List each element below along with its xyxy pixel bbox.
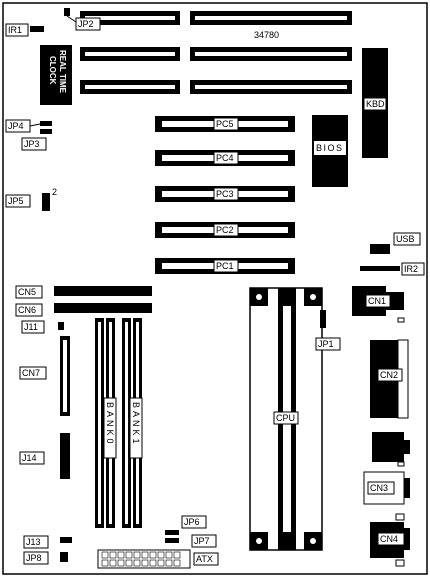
atx-label: ATX — [196, 554, 213, 564]
cn3-label: CN3 — [370, 483, 388, 493]
pc5-label: PC5 — [216, 119, 234, 129]
pc4-label: PC4 — [216, 153, 234, 163]
j13-jp8-headers: J13 JP8 — [23, 535, 72, 565]
cn4-connector: CN4 — [370, 513, 410, 567]
jp7-label: JP7 — [194, 536, 210, 546]
jp5-pin-number: 2 — [52, 187, 57, 197]
usb-label: USB — [396, 234, 415, 244]
jp6-jp7-jumpers: JP6 JP7 — [165, 515, 217, 548]
ir2-header: IR2 — [360, 262, 425, 276]
jp1-jumper: JP1 — [315, 310, 341, 351]
bank1-label: BANK1 — [131, 402, 141, 447]
j14-header: J14 — [19, 433, 70, 479]
j11-header: J11 — [21, 320, 64, 334]
jp5-jumper: JP5 2 — [5, 187, 57, 211]
serial-port-2 — [372, 432, 410, 467]
pci-slots: PC5 PC4 PC3 PC2 PC1 — [155, 116, 295, 274]
jp8-label: JP8 — [26, 553, 42, 563]
cn4-label: CN4 — [380, 534, 398, 544]
ir1-label: IR1 — [8, 25, 22, 35]
jp4-jp3-jumpers: JP4 JP3 — [5, 119, 52, 151]
pc1-label: PC1 — [216, 261, 234, 271]
rtc-label-2: CLOCK — [48, 56, 57, 85]
pc3-label: PC3 — [216, 189, 234, 199]
jp3-label: JP3 — [24, 139, 40, 149]
j11-label: J11 — [24, 322, 38, 332]
cn1-label: CN1 — [368, 296, 386, 306]
cn7-connector: CN7 — [19, 336, 70, 416]
bios-chip: BIOS — [312, 115, 348, 187]
jp5-label: JP5 — [8, 196, 24, 206]
jp6-label: JP6 — [184, 517, 200, 527]
kbd-label: KBD — [366, 99, 385, 109]
jp1-label: JP1 — [318, 339, 334, 349]
isa-slots — [80, 11, 352, 94]
rtc-label-1: REAL TIME — [58, 50, 67, 94]
cn2-label: CN2 — [380, 370, 398, 380]
cpu-label: CPU — [276, 413, 295, 423]
pc2-label: PC2 — [216, 225, 234, 235]
cn3-connector: CN3 — [363, 471, 410, 505]
usb-header: USB — [370, 232, 421, 254]
bank0-label: BANK0 — [105, 402, 115, 447]
cn2-parallel-port: CN2 — [370, 339, 409, 419]
ir2-label: IR2 — [404, 264, 418, 274]
real-time-clock-chip: REAL TIME CLOCK — [40, 45, 72, 105]
atx-power-connector: ATX — [97, 549, 219, 569]
jp2-jumper: JP2 — [64, 8, 101, 31]
cn6-label: CN6 — [18, 305, 36, 315]
cpu-slot: CPU — [249, 287, 323, 551]
board-model-number: 34780 — [254, 30, 279, 40]
kbd-chip: KBD — [362, 48, 388, 158]
bios-label: BIOS — [316, 143, 344, 153]
j13-label: J13 — [26, 537, 41, 547]
jp2-label: JP2 — [78, 19, 94, 29]
j14-label: J14 — [22, 453, 37, 463]
jp4-label: JP4 — [8, 121, 24, 131]
cn5-cn6-connectors: CN5 CN6 — [15, 285, 152, 317]
cn7-label: CN7 — [22, 368, 40, 378]
ir1-header: IR1 — [5, 23, 44, 37]
cn1-serial-port: CN1 — [352, 286, 405, 323]
cn5-label: CN5 — [18, 287, 36, 297]
memory-banks: BANK0 BANK1 — [95, 318, 143, 528]
